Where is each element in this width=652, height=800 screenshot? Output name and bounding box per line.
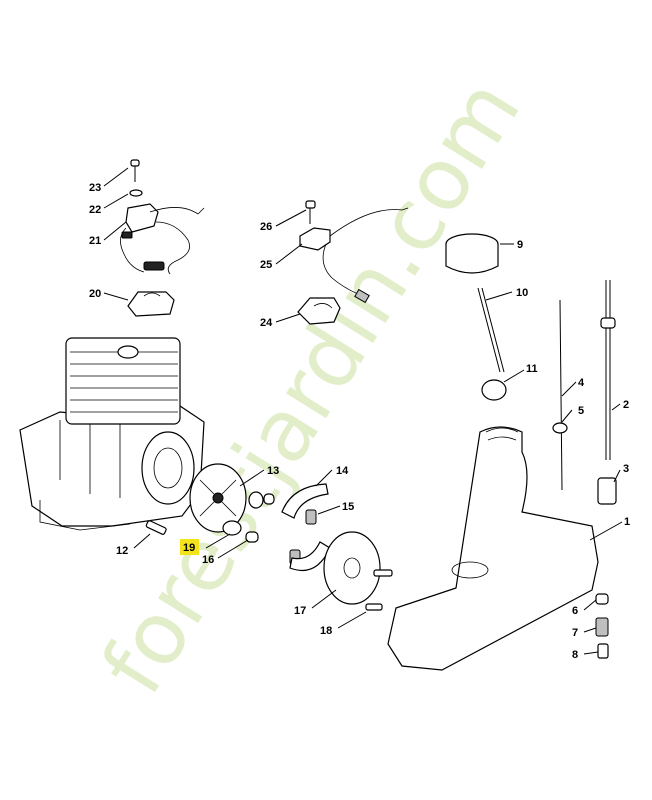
callout-6: 6 [572,605,578,617]
callout-24: 24 [260,317,273,329]
callout-9: 9 [517,239,523,251]
callout-8: 8 [572,649,578,661]
callout-5: 5 [578,405,584,417]
callout-18: 18 [320,625,332,637]
callout-19: 19 [183,542,195,554]
leader-lines [103,167,623,655]
callout-26: 26 [260,221,272,233]
fuel-tank-assembly [387,233,617,671]
callout-15: 15 [342,501,354,513]
callout-17: 17 [294,605,306,617]
callout-2: 2 [623,399,629,411]
engine-crankcase [19,337,205,531]
clutch-assembly [145,463,393,611]
callout-25: 25 [260,259,272,271]
callout-labels: 23 22 21 20 26 25 24 9 10 11 4 5 2 3 1 1… [89,182,630,661]
callout-10: 10 [516,287,528,299]
callout-12: 12 [116,545,128,557]
callout-20: 20 [89,288,101,300]
callout-22: 22 [89,204,101,216]
callout-11: 11 [526,363,538,375]
ignition-switch-assembly [120,159,205,317]
callout-14: 14 [336,465,349,477]
callout-23: 23 [89,182,101,194]
callout-21: 21 [89,235,101,247]
throttle-cable-assembly [297,200,409,325]
callout-13: 13 [267,465,279,477]
callout-3: 3 [623,463,629,475]
highlight-box [180,539,199,555]
callout-4: 4 [578,377,585,389]
callout-16: 16 [202,554,214,566]
callout-7: 7 [572,627,578,639]
callout-1: 1 [624,516,630,528]
